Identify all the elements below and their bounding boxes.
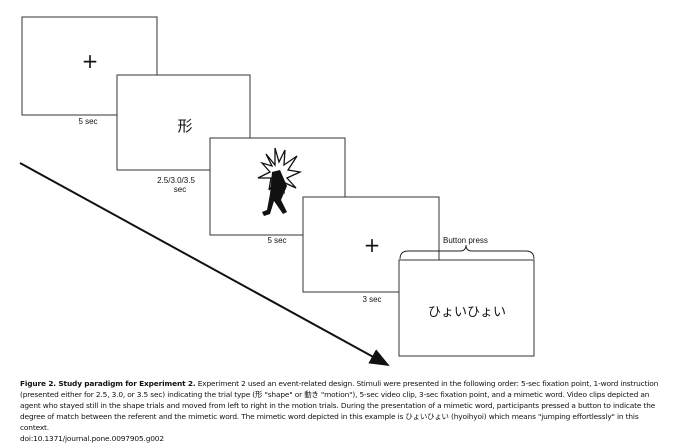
caption-title: Figure 2. Study paradigm for Experiment … <box>20 379 196 388</box>
duration-label: 3 sec <box>362 295 381 304</box>
duration-label-unit: sec <box>174 185 186 194</box>
figure-caption: Figure 2. Study paradigm for Experiment … <box>20 378 660 444</box>
frame-mimetic-word: ひょいひょい <box>398 259 535 357</box>
duration-label: 5 sec <box>78 117 97 126</box>
fixation-cross: + <box>82 49 99 73</box>
duration-label: 2.5/3.0/3.5 <box>157 176 195 185</box>
button-press-label: Button press <box>443 236 488 245</box>
caption-doi: doi:10.1371/journal.pone.0097905.g002 <box>20 434 164 443</box>
button-press-brace: Button press <box>399 236 535 260</box>
fixation-cross: + <box>364 233 381 257</box>
duration-label: 5 sec <box>267 236 286 245</box>
mimetic-word: ひょいひょい <box>428 305 506 320</box>
time-arrow <box>19 162 390 366</box>
caption-body: Experiment 2 used an event-related desig… <box>20 379 659 432</box>
jumping-agent-icon <box>257 147 303 216</box>
instruction-word: 形 <box>177 117 192 135</box>
